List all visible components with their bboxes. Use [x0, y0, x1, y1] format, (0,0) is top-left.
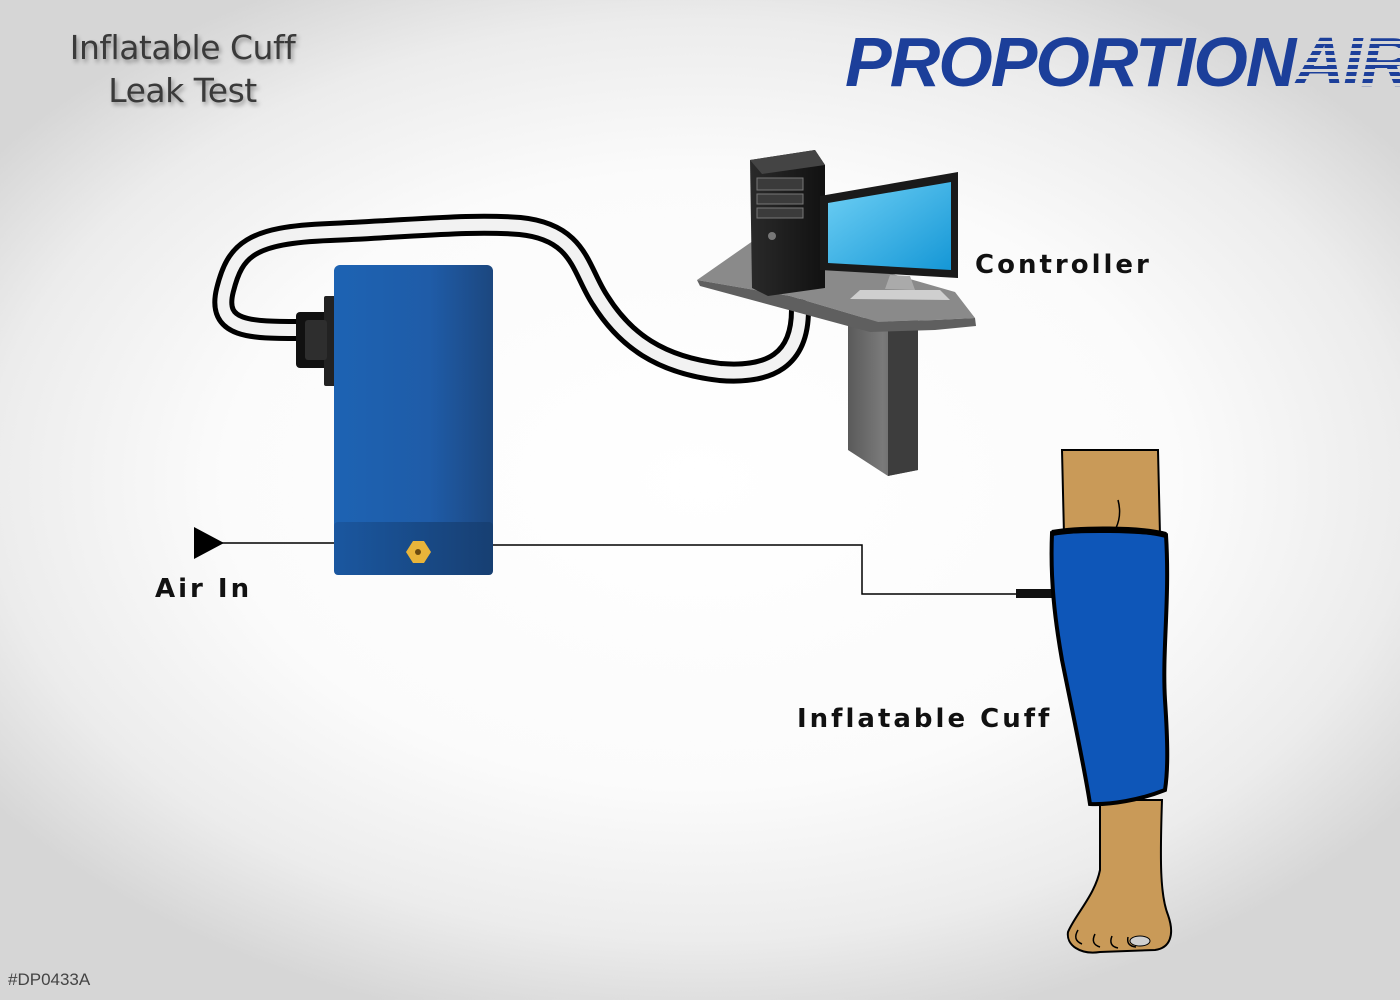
proportion-air-logo: PROPORTIONAIR	[845, 22, 1400, 102]
air-in-label: Air In	[155, 574, 253, 604]
pc-tower	[750, 150, 825, 296]
inflatable-cuff-label: Inflatable Cuff	[797, 704, 1053, 734]
regulator-body	[334, 265, 493, 575]
computer-workstation	[697, 150, 976, 476]
logo-text-proportion: PROPORTION	[845, 23, 1296, 101]
output-air-line	[492, 544, 1018, 595]
pressure-regulator	[296, 265, 493, 575]
foot	[1066, 799, 1173, 954]
title-line-1: Inflatable Cuff	[69, 28, 296, 67]
toenail	[1129, 935, 1151, 947]
title-line-2: Leak Test	[108, 71, 257, 110]
inflatable-cuff	[1049, 526, 1170, 807]
monitor-screen	[828, 182, 951, 270]
controller-cable	[212, 213, 811, 384]
cuff-connector	[1016, 589, 1056, 598]
diagram-title: Inflatable Cuff Leak Test	[40, 26, 325, 112]
logo-text-air: AIR	[1294, 23, 1400, 101]
document-code: #DP0433A	[8, 970, 91, 989]
controller-label: Controller	[975, 250, 1152, 280]
monitor	[820, 172, 958, 300]
air-in-arrow	[194, 527, 224, 559]
cuff-sleeve	[1049, 528, 1170, 807]
